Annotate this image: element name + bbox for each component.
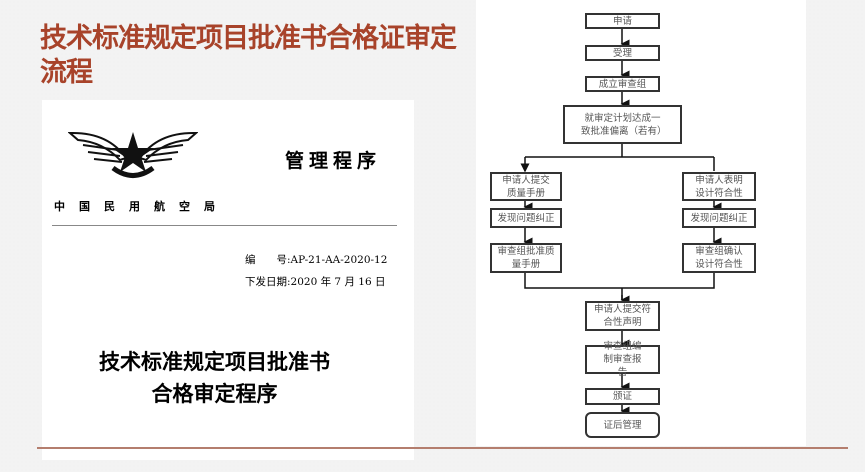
caac-wings-logo xyxy=(68,131,198,178)
doc-title-line2: 合格审定程序 xyxy=(151,381,278,406)
doc-issue-date: 下发日期:2020 年 7 月 16 日 xyxy=(245,276,386,288)
step-right-3: 审查组确认设计符合性 xyxy=(682,243,756,273)
step-right-2: 发现问题纠正 xyxy=(682,208,756,228)
step-left-2: 发现问题纠正 xyxy=(490,208,562,228)
flowchart-connectors xyxy=(523,29,722,416)
doc-header: 管理程序 xyxy=(285,150,382,172)
step-agree-plan: 就审定计划达成一致批准偏离（若有） xyxy=(563,105,682,144)
doc-organization: 中国民用航空局 xyxy=(54,200,229,213)
doc-title-line1: 技术标准规定项目批准书 xyxy=(99,349,330,374)
step-accept: 受理 xyxy=(585,45,660,61)
footer-divider xyxy=(37,447,848,449)
slide-title: 技术标准规定项目批准书合格证审定流程 xyxy=(40,23,457,88)
step-left-3: 审查组批准质量手册 xyxy=(490,243,562,273)
step-issue: 颁证 xyxy=(585,388,660,405)
step-submit-statement: 申请人提交符合性声明 xyxy=(585,301,660,331)
flowchart: 申请 受理 成立审查组 就审定计划达成一致批准偏离（若有） 申请人提交质量手册 … xyxy=(476,0,806,446)
document-cover: 管理程序 中国民用航空局 编 号:AP-21-AA-2020-12 下发日期:2… xyxy=(42,100,414,460)
step-apply: 申请 xyxy=(585,13,660,29)
step-right-1: 申请人表明设计符合性 xyxy=(682,172,756,201)
doc-number: 编 号:AP-21-AA-2020-12 xyxy=(245,254,388,266)
step-form-team: 成立审查组 xyxy=(585,76,660,92)
step-left-1: 申请人提交质量手册 xyxy=(490,172,562,201)
step-post-management: 证后管理 xyxy=(585,412,660,438)
doc-divider xyxy=(52,225,397,226)
step-report: 审查组编制审查报告 xyxy=(585,341,660,378)
